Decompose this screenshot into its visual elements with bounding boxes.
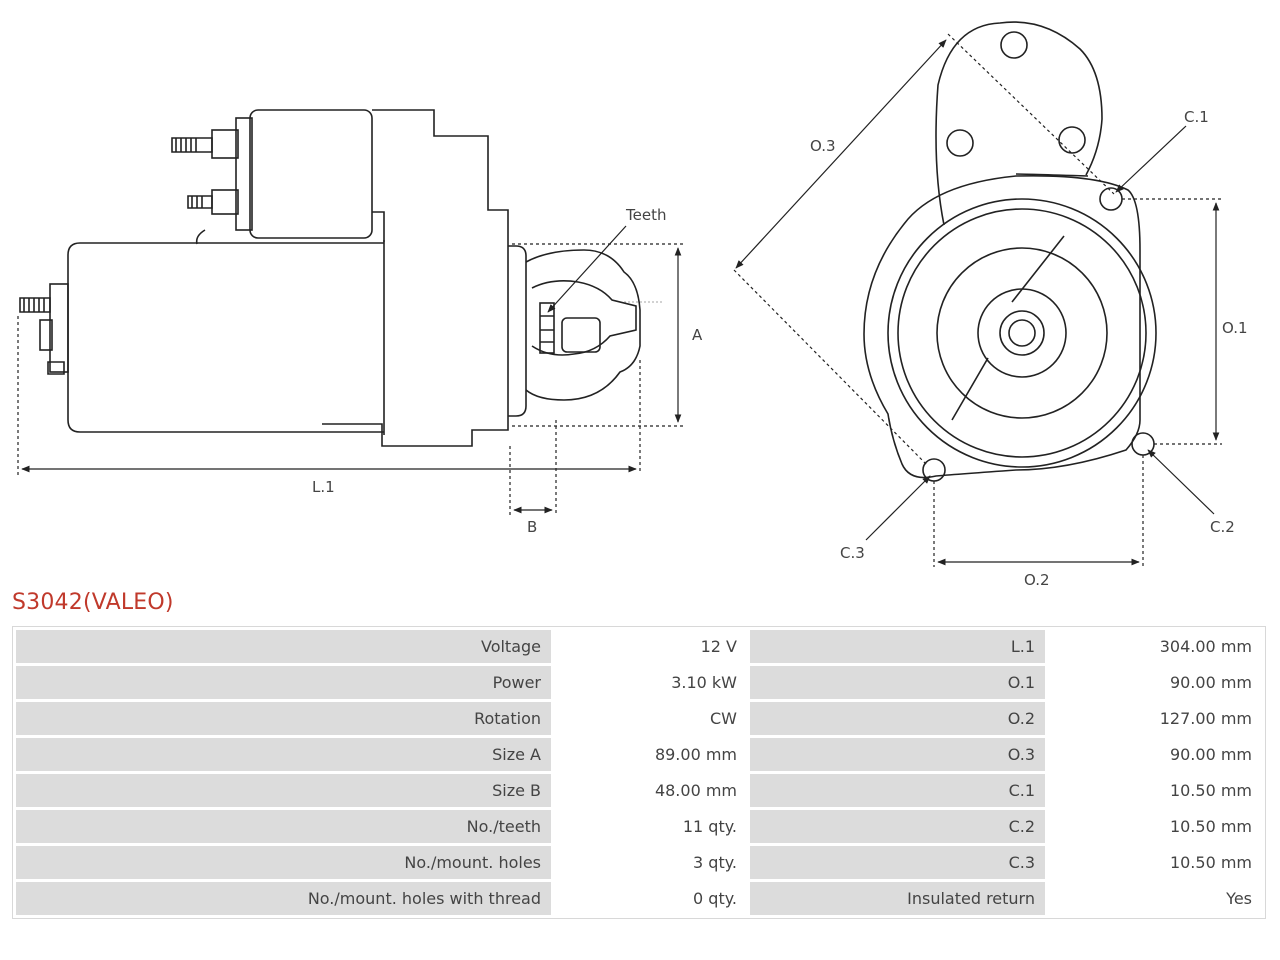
spec-value: 12 V [554, 630, 747, 663]
dimension-b-label: B [527, 518, 537, 536]
spec-value: Yes [1048, 882, 1262, 915]
c1-leader [1115, 125, 1187, 193]
spec-label: No./mount. holes [16, 846, 551, 879]
spec-label: O.3 [750, 738, 1045, 771]
dimension-l1-label: L.1 [312, 478, 335, 496]
mount-hole-c1 [1099, 187, 1123, 211]
dimension-o2-label: O.2 [1024, 571, 1050, 589]
hole-c1-label: C.1 [1184, 108, 1209, 126]
pinion-nose [508, 245, 641, 417]
spec-value: 127.00 mm [1048, 702, 1262, 735]
dimension-o1-label: O.1 [1222, 319, 1248, 337]
spec-label: O.1 [750, 666, 1045, 699]
spec-label: C.2 [750, 810, 1045, 843]
spec-label: Power [16, 666, 551, 699]
spec-label: No./teeth [16, 810, 551, 843]
hole-c2-label: C.2 [1210, 518, 1235, 536]
side-view [17, 109, 684, 516]
teeth-label: Teeth [625, 206, 666, 224]
spec-value: 89.00 mm [554, 738, 747, 771]
part-title: S3042(VALEO) [12, 590, 174, 615]
dimension-o1 [1122, 198, 1222, 445]
spec-value: 3.10 kW [554, 666, 747, 699]
spec-value: 10.50 mm [1048, 846, 1262, 879]
spec-label: Size B [16, 774, 551, 807]
spec-label: No./mount. holes with thread [16, 882, 551, 915]
spec-value: 10.50 mm [1048, 810, 1262, 843]
housing-rings [887, 198, 1157, 468]
spec-value: CW [554, 702, 747, 735]
spec-label: O.2 [750, 702, 1045, 735]
spec-label: Size A [16, 738, 551, 771]
c2-leader [1147, 449, 1215, 515]
mount-hole-c2 [1131, 432, 1155, 456]
motor-body [19, 242, 384, 433]
mount-hole-c3 [922, 458, 946, 482]
spec-label: L.1 [750, 630, 1045, 663]
starter-technical-drawing: Teeth A B L.1 [17, 21, 1248, 589]
spec-value: 3 qty. [554, 846, 747, 879]
dimension-o2 [933, 455, 1144, 567]
spec-value: 10.50 mm [1048, 774, 1262, 807]
dimension-a-label: A [692, 326, 703, 344]
mounting-flange [863, 174, 1141, 479]
drive-end-housing [322, 109, 509, 447]
spec-value: 304.00 mm [1048, 630, 1262, 663]
solenoid [171, 109, 385, 245]
teeth-leader [547, 225, 627, 313]
spec-value: 11 qty. [554, 810, 747, 843]
spec-value: 0 qty. [554, 882, 747, 915]
spec-label: C.1 [750, 774, 1045, 807]
hole-c3-label: C.3 [840, 544, 865, 562]
spec-label: C.3 [750, 846, 1045, 879]
spec-label: Voltage [16, 630, 551, 663]
spec-value: 90.00 mm [1048, 738, 1262, 771]
spec-label: Rotation [16, 702, 551, 735]
dimension-o3 [733, 33, 1115, 467]
dimension-a [512, 243, 684, 427]
front-view [733, 21, 1222, 567]
dimension-o3-label: O.3 [810, 137, 836, 155]
c3-leader [865, 475, 931, 541]
spec-label: Insulated return [750, 882, 1045, 915]
top-flange [935, 21, 1103, 226]
spec-value: 48.00 mm [554, 774, 747, 807]
spec-value: 90.00 mm [1048, 666, 1262, 699]
